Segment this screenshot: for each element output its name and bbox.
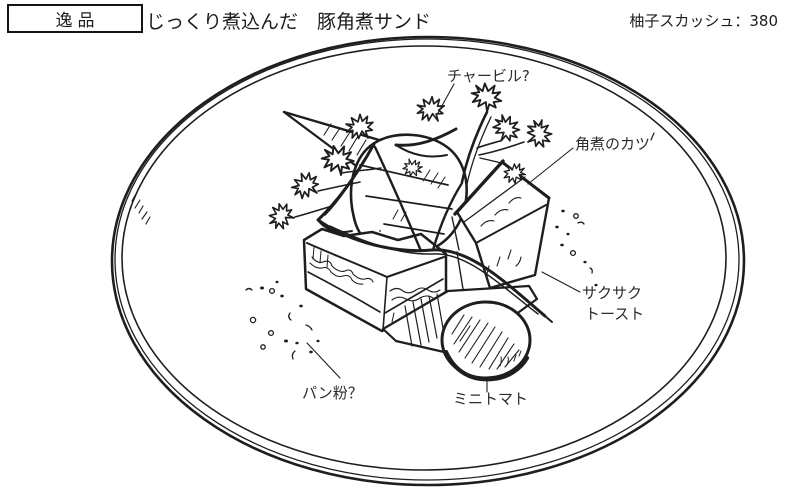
- left-block-filling-scribble: [309, 256, 441, 302]
- breadcrumbs-left: [245, 280, 320, 360]
- chervil-leaf: [503, 163, 527, 184]
- chervil-leaf: [320, 144, 355, 176]
- chervil-leaf: [290, 171, 320, 200]
- leader-lines: [306, 83, 581, 393]
- label-panko: パン粉？: [302, 384, 363, 402]
- plate-rim-doubled-line: [114, 38, 740, 481]
- toast-leader-line: [541, 271, 581, 293]
- label-chervil: チャービル?: [447, 67, 530, 85]
- sandwich-block-left: [302, 227, 448, 333]
- menu-title: じっくり煮込んだ 豚角煮サンド: [146, 11, 432, 33]
- label-toast-line2: トースト: [585, 305, 644, 323]
- chervil-leaf: [345, 113, 374, 140]
- label-katsu: 角煮のカツ: [575, 135, 650, 153]
- base-slice-hatching: [404, 293, 445, 347]
- tomato-thick-edge: [443, 349, 530, 382]
- special-badge-label: 逸品: [55, 11, 100, 31]
- drink-price-note: 柚子スカッシュ：380: [629, 12, 778, 30]
- sandwich-block-right: [451, 159, 551, 316]
- chervil-leaf: [470, 82, 503, 113]
- chervil-leaf: [526, 119, 553, 148]
- chervil-leaf: [492, 114, 521, 142]
- chervil-leaf: [416, 95, 446, 122]
- katsu-scribble: [480, 197, 522, 227]
- tomato: [440, 300, 532, 382]
- breadcrumbs-right: [555, 209, 598, 287]
- chervil-stems: [294, 110, 553, 323]
- chervil-leaf: [402, 158, 423, 178]
- chervil-leader-line: [437, 83, 455, 114]
- panko-leader-line: [306, 342, 341, 379]
- chervil-leaf: [268, 202, 295, 230]
- tomato-hatching: [451, 314, 520, 370]
- chervil-leaves: [268, 82, 553, 230]
- plate-sketch-tick: [650, 132, 655, 141]
- plate-rim-hatching: [131, 193, 151, 225]
- left-block-outline: [302, 227, 448, 333]
- toast-face-marks: [486, 249, 522, 275]
- katsu-leader-line: [527, 147, 574, 185]
- tomato-shine-ticks: [499, 350, 522, 367]
- label-toast-line1: サクサク: [582, 284, 642, 302]
- annotation-labels: チャービル? 角煮のカツ サクサク トースト パン粉？ ミニトマト: [302, 67, 650, 408]
- left-block-edges: [306, 242, 445, 331]
- special-badge: 逸品: [7, 4, 143, 33]
- label-tomato: ミニトマト: [453, 390, 528, 408]
- plate-inner-rim: [121, 45, 727, 471]
